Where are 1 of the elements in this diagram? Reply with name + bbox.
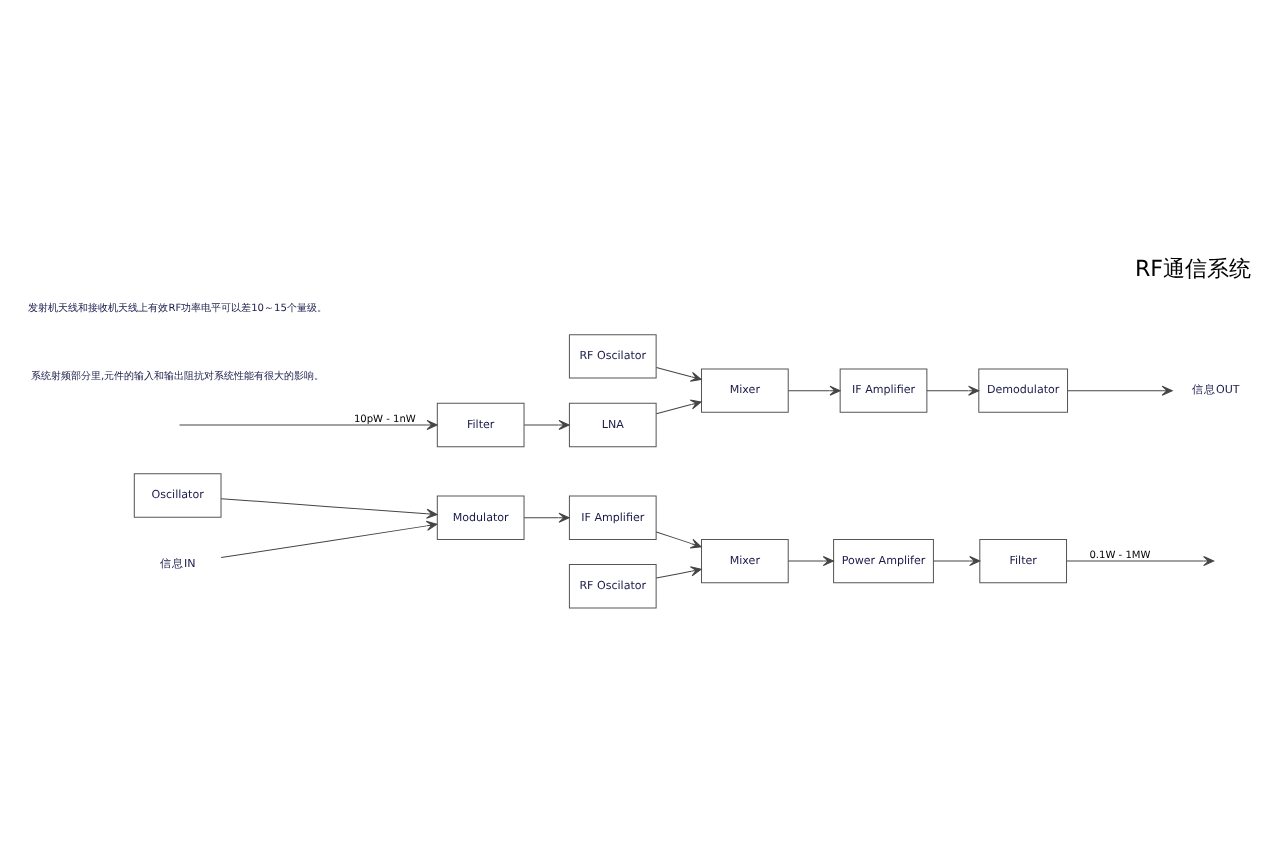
diagram-title: RF通信系统 <box>1134 255 1251 282</box>
